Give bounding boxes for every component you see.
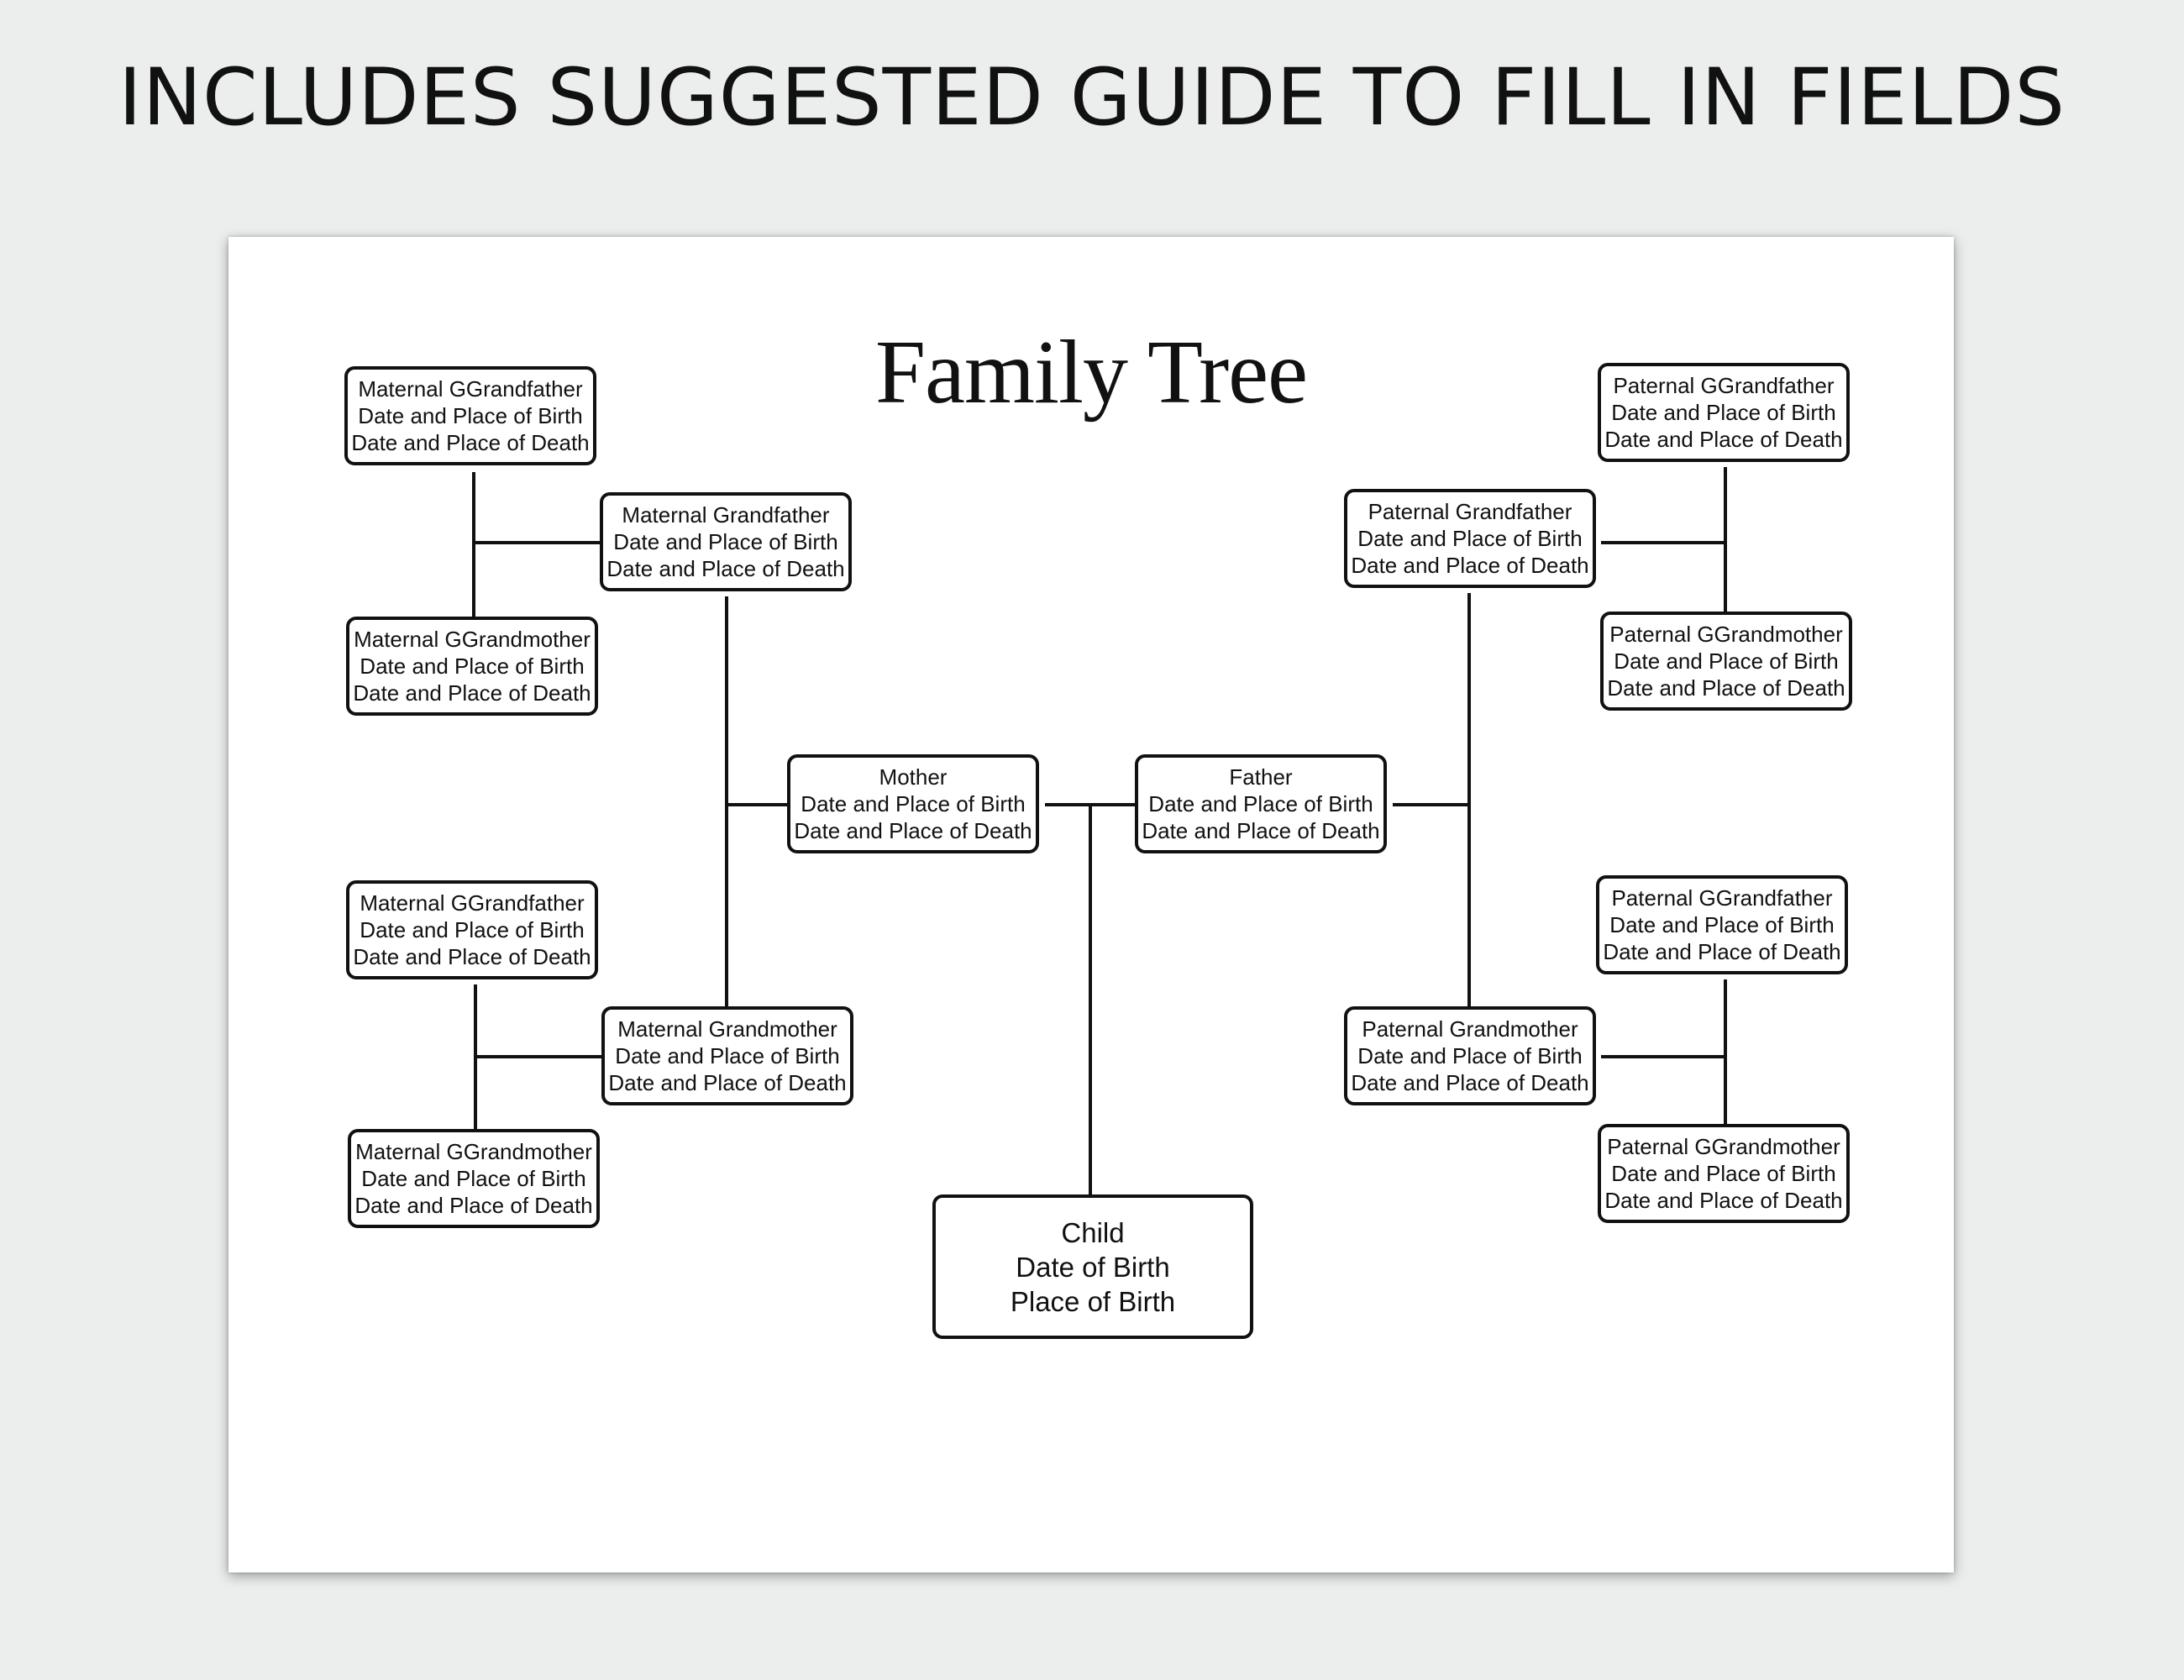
box-role: Maternal GGrandfather [360,890,585,916]
family-tree-sheet: Family Tree Maternal GGra [228,237,1954,1572]
box-death: Date and Place of Death [606,556,845,581]
box-death: Date and Place of Death [1604,1188,1843,1213]
box-role: Paternal GGrandmother [1607,1134,1840,1159]
box-role: Father [1229,764,1293,790]
tree-title: Family Tree [874,323,1308,423]
box-birth: Date and Place of Birth [360,654,585,679]
maternal-ggrandfather-box-1[interactable]: Maternal GGrandfather Date and Place of … [344,366,596,465]
box-death: Date and Place of Death [1604,427,1843,452]
paternal-ggrandmother-box-1[interactable]: Paternal GGrandmother Date and Place of … [1600,612,1852,711]
box-birth: Date and Place of Birth [358,403,583,428]
maternal-grandmother-box[interactable]: Maternal Grandmother Date and Place of B… [601,1006,853,1105]
box-role: Paternal GGrandfather [1611,885,1833,911]
maternal-ggrandmother-box-2[interactable]: Maternal GGrandmother Date and Place of … [348,1129,600,1228]
box-birth: Date and Place of Birth [360,917,585,942]
box-death: Date and Place of Death [794,818,1032,843]
box-role: Child [1061,1216,1125,1248]
box-birth-place: Place of Birth [1010,1285,1176,1317]
box-death: Date and Place of Death [1351,1070,1589,1095]
connector-lines [472,467,1727,1196]
maternal-ggrandfather-box-2[interactable]: Maternal GGrandfather Date and Place of … [346,880,598,979]
box-death: Date and Place of Death [1351,553,1589,578]
box-role: Maternal GGrandmother [355,1139,592,1164]
box-role: Maternal GGrandfather [358,376,583,402]
box-death: Date and Place of Death [353,680,591,706]
box-birth-date: Date of Birth [1016,1251,1170,1283]
box-death: Date and Place of Death [351,430,590,455]
box-birth: Date and Place of Birth [615,1043,840,1068]
maternal-grandfather-box[interactable]: Maternal Grandfather Date and Place of B… [600,492,852,591]
father-box[interactable]: Father Date and Place of Birth Date and … [1135,754,1387,853]
paternal-ggrandmother-box-2[interactable]: Paternal GGrandmother Date and Place of … [1598,1124,1850,1223]
paternal-grandfather-box[interactable]: Paternal Grandfather Date and Place of B… [1344,489,1596,588]
box-role: Paternal Grandmother [1362,1016,1578,1042]
child-box[interactable]: Child Date of Birth Place of Birth [932,1194,1253,1339]
box-birth: Date and Place of Birth [1609,912,1835,937]
paternal-ggrandfather-box-1[interactable]: Paternal GGrandfather Date and Place of … [1598,363,1850,462]
box-death: Date and Place of Death [354,1193,593,1218]
box-birth: Date and Place of Birth [613,529,838,554]
box-role: Mother [879,764,948,790]
box-death: Date and Place of Death [353,944,591,969]
headline: INCLUDES SUGGESTED GUIDE TO FILL IN FIEL… [118,52,2066,144]
box-birth: Date and Place of Birth [1148,791,1373,816]
box-birth: Date and Place of Birth [1614,648,1839,674]
box-death: Date and Place of Death [1607,675,1845,701]
box-birth: Date and Place of Birth [1611,400,1836,425]
box-role: Paternal Grandfather [1368,499,1572,524]
box-birth: Date and Place of Birth [1357,1043,1583,1068]
box-role: Maternal GGrandmother [354,627,591,652]
box-birth: Date and Place of Birth [1611,1161,1836,1186]
box-birth: Date and Place of Birth [361,1166,586,1191]
box-role: Maternal Grandmother [617,1016,837,1042]
box-death: Date and Place of Death [1603,939,1841,964]
box-role: Maternal Grandfather [622,502,830,528]
box-role: Paternal GGrandfather [1613,373,1835,398]
maternal-ggrandmother-box-1[interactable]: Maternal GGrandmother Date and Place of … [346,617,598,716]
box-death: Date and Place of Death [608,1070,847,1095]
box-birth: Date and Place of Birth [1357,526,1583,551]
box-role: Paternal GGrandmother [1609,622,1843,647]
box-birth: Date and Place of Birth [801,791,1026,816]
mother-box[interactable]: Mother Date and Place of Birth Date and … [787,754,1039,853]
paternal-grandmother-box[interactable]: Paternal Grandmother Date and Place of B… [1344,1006,1596,1105]
box-death: Date and Place of Death [1142,818,1380,843]
paternal-ggrandfather-box-2[interactable]: Paternal GGrandfather Date and Place of … [1596,875,1848,974]
